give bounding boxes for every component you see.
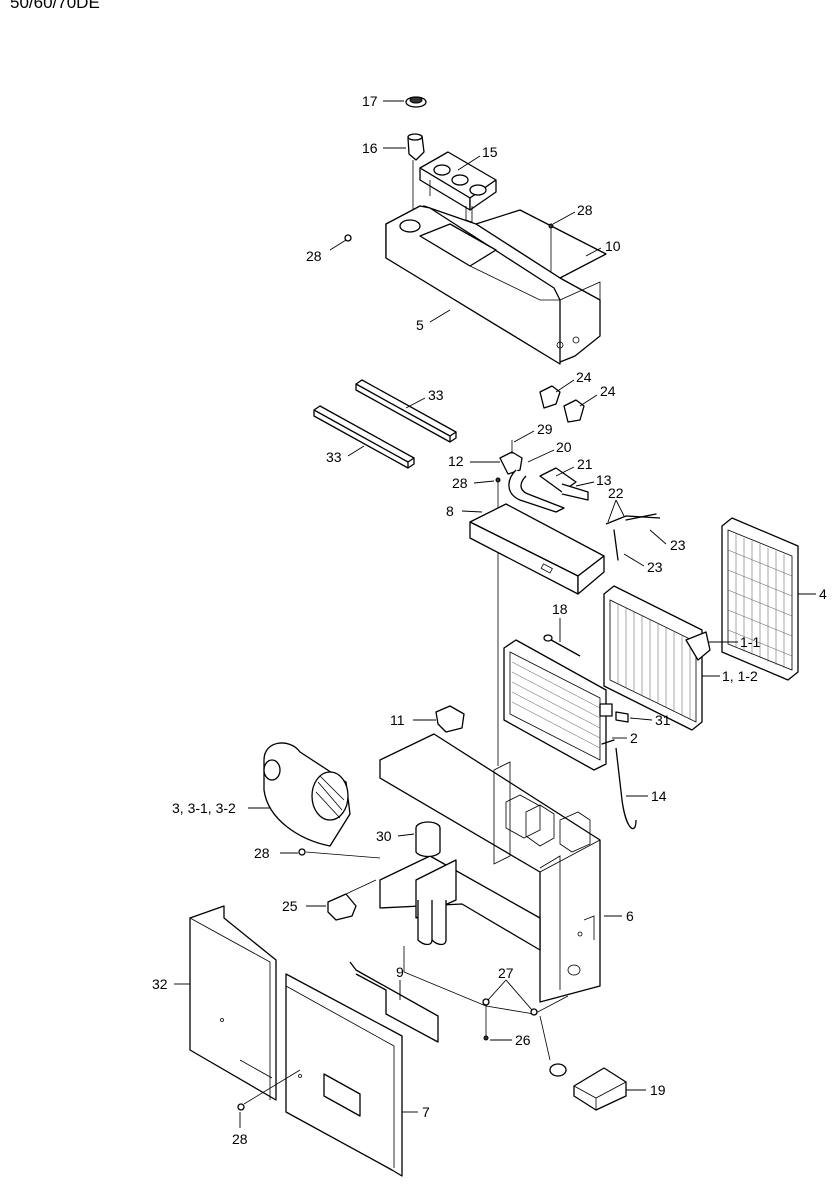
callout-8: 8 <box>446 503 454 519</box>
callout-28-blower: 28 <box>254 845 270 861</box>
part-1-evaporator-core <box>603 585 711 731</box>
callout-24-lower: 24 <box>600 383 616 399</box>
part-2-heater-core <box>503 639 629 771</box>
callout-31: 31 <box>655 712 671 728</box>
callout-32: 32 <box>152 976 168 992</box>
callout-18: 18 <box>552 601 568 617</box>
callout-1-1-2: 1, 1-2 <box>722 668 758 684</box>
callout-23-upper: 23 <box>670 537 686 553</box>
part-5-console-housing <box>385 205 601 365</box>
callout-3-3-1-3-2: 3, 3-1, 3-2 <box>172 800 236 816</box>
part-19-26-27-wiring-sensor <box>403 946 627 1111</box>
callout-26: 26 <box>515 1032 531 1048</box>
callout-28-left: 28 <box>306 248 322 264</box>
part-6-case-frame <box>379 733 601 1003</box>
part-22-23-hoses <box>605 513 661 561</box>
part-14-drain-hose <box>615 747 637 830</box>
part-4-filter <box>721 517 799 681</box>
callout-25: 25 <box>282 898 298 914</box>
callout-10: 10 <box>605 238 621 254</box>
callout-29: 29 <box>537 421 553 437</box>
callout-6: 6 <box>626 908 634 924</box>
callout-24-upper: 24 <box>576 369 592 385</box>
callout-28-middle: 28 <box>452 475 468 491</box>
screw-28-icons <box>237 223 554 1111</box>
part-18-sensor <box>543 634 581 657</box>
callout-14: 14 <box>651 788 667 804</box>
part-11-switch <box>435 705 465 733</box>
callout-22: 22 <box>608 485 624 501</box>
callout-4: 4 <box>819 586 827 602</box>
callout-20: 20 <box>556 439 572 455</box>
part-24-clips <box>539 385 585 423</box>
callout-15: 15 <box>482 144 498 160</box>
callout-30: 30 <box>376 828 392 844</box>
part-8-bracket-plate <box>469 503 605 595</box>
part-25-actuator <box>327 879 377 921</box>
part-7-front-panel <box>285 973 403 1177</box>
callout-5: 5 <box>416 317 424 333</box>
part-9-plate <box>349 961 439 1043</box>
callout-23-lower: 23 <box>647 559 663 575</box>
part-33-foam-strips <box>313 379 457 469</box>
callout-7: 7 <box>422 1104 430 1120</box>
callout-9: 9 <box>396 964 404 980</box>
callout-13: 13 <box>596 472 612 488</box>
part-17-cap <box>405 96 427 108</box>
callout-33-lower: 33 <box>326 449 342 465</box>
callout-19: 19 <box>650 1082 666 1098</box>
part-15-control-panel <box>419 151 497 223</box>
callout-2: 2 <box>630 730 638 746</box>
callout-11: 11 <box>390 712 405 728</box>
model-header: 50/60/70DE <box>10 0 100 12</box>
callout-27: 27 <box>498 965 514 981</box>
part-3-blower-assembly <box>263 742 351 847</box>
callout-12: 12 <box>448 453 464 469</box>
leader-lines <box>174 100 816 1128</box>
callout-16: 16 <box>362 140 378 156</box>
callout-1-1: 1-1 <box>740 634 760 650</box>
callout-28-bottom: 28 <box>232 1131 248 1147</box>
callout-17: 17 <box>362 93 378 109</box>
callout-28-top-right: 28 <box>577 202 593 218</box>
callout-labels: 17 16 15 28 28 10 5 24 24 33 33 29 20 12… <box>152 93 827 1147</box>
part-32-side-panel <box>189 905 277 1101</box>
callout-33-upper: 33 <box>428 387 444 403</box>
callout-21: 21 <box>577 456 593 472</box>
